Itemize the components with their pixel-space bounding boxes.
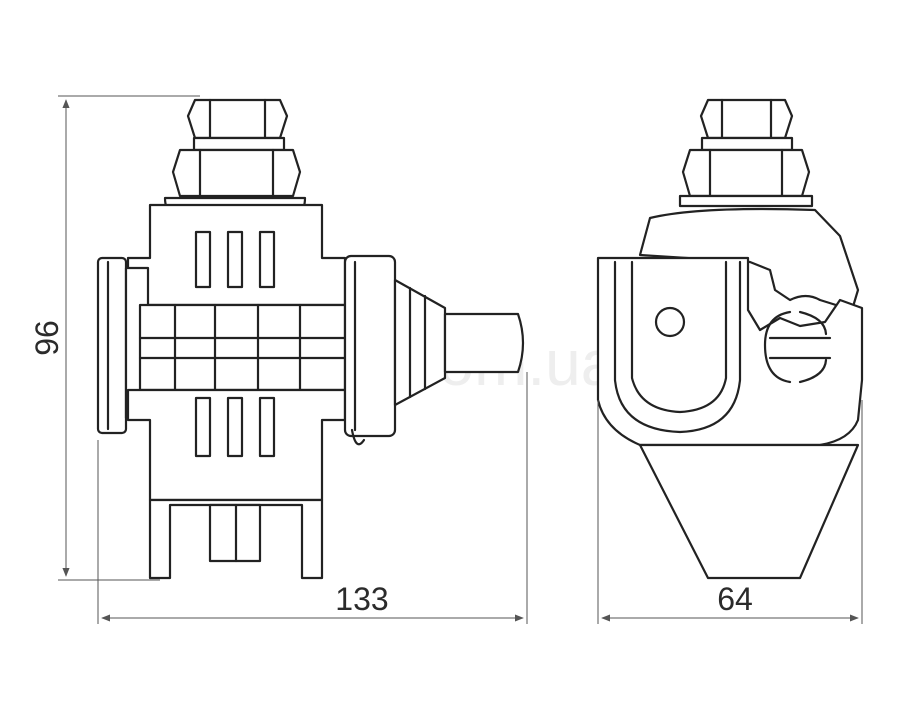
front-cone: [638, 443, 860, 580]
cable-entry-nozzle: [393, 278, 447, 407]
side-view: [96, 98, 525, 580]
nozzle-tip: [443, 312, 525, 374]
lower-nut: [171, 148, 302, 198]
front-lower-nut: [681, 148, 811, 198]
bottom-legs: [148, 498, 324, 580]
left-end-cap: [96, 256, 128, 435]
side-width-dimension-label: 133: [335, 581, 388, 617]
middle-housing: [138, 303, 347, 392]
front-u-body: [596, 256, 864, 447]
nut-washer: [192, 136, 286, 152]
front-width-dimension-label: 64: [717, 581, 753, 617]
front-upper-nut: [699, 98, 794, 140]
height-dimension-label: 96: [29, 320, 65, 356]
dimensions: 96 133 64: [29, 95, 863, 624]
front-conductor-slot: [763, 310, 792, 384]
upper-nut: [186, 98, 289, 140]
front-u-channel: [613, 260, 742, 434]
front-view: [596, 98, 864, 580]
right-end-cap: [343, 254, 397, 438]
front-bolt-hole: [654, 306, 686, 338]
